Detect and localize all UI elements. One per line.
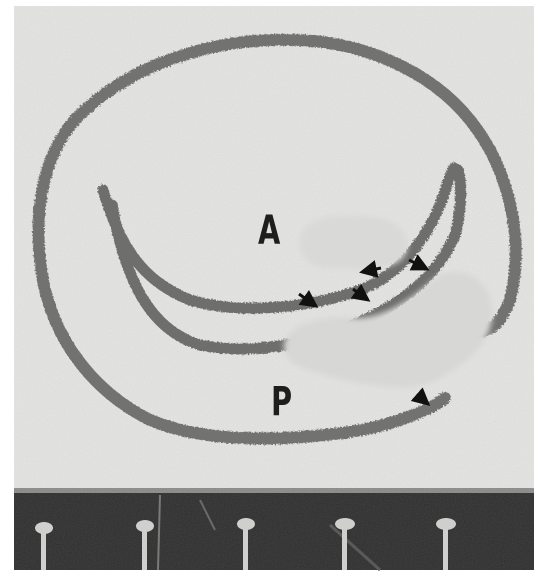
label-posterior: P: [271, 382, 292, 422]
tissue-upper: [299, 215, 407, 269]
label-anterior: A: [258, 211, 280, 251]
